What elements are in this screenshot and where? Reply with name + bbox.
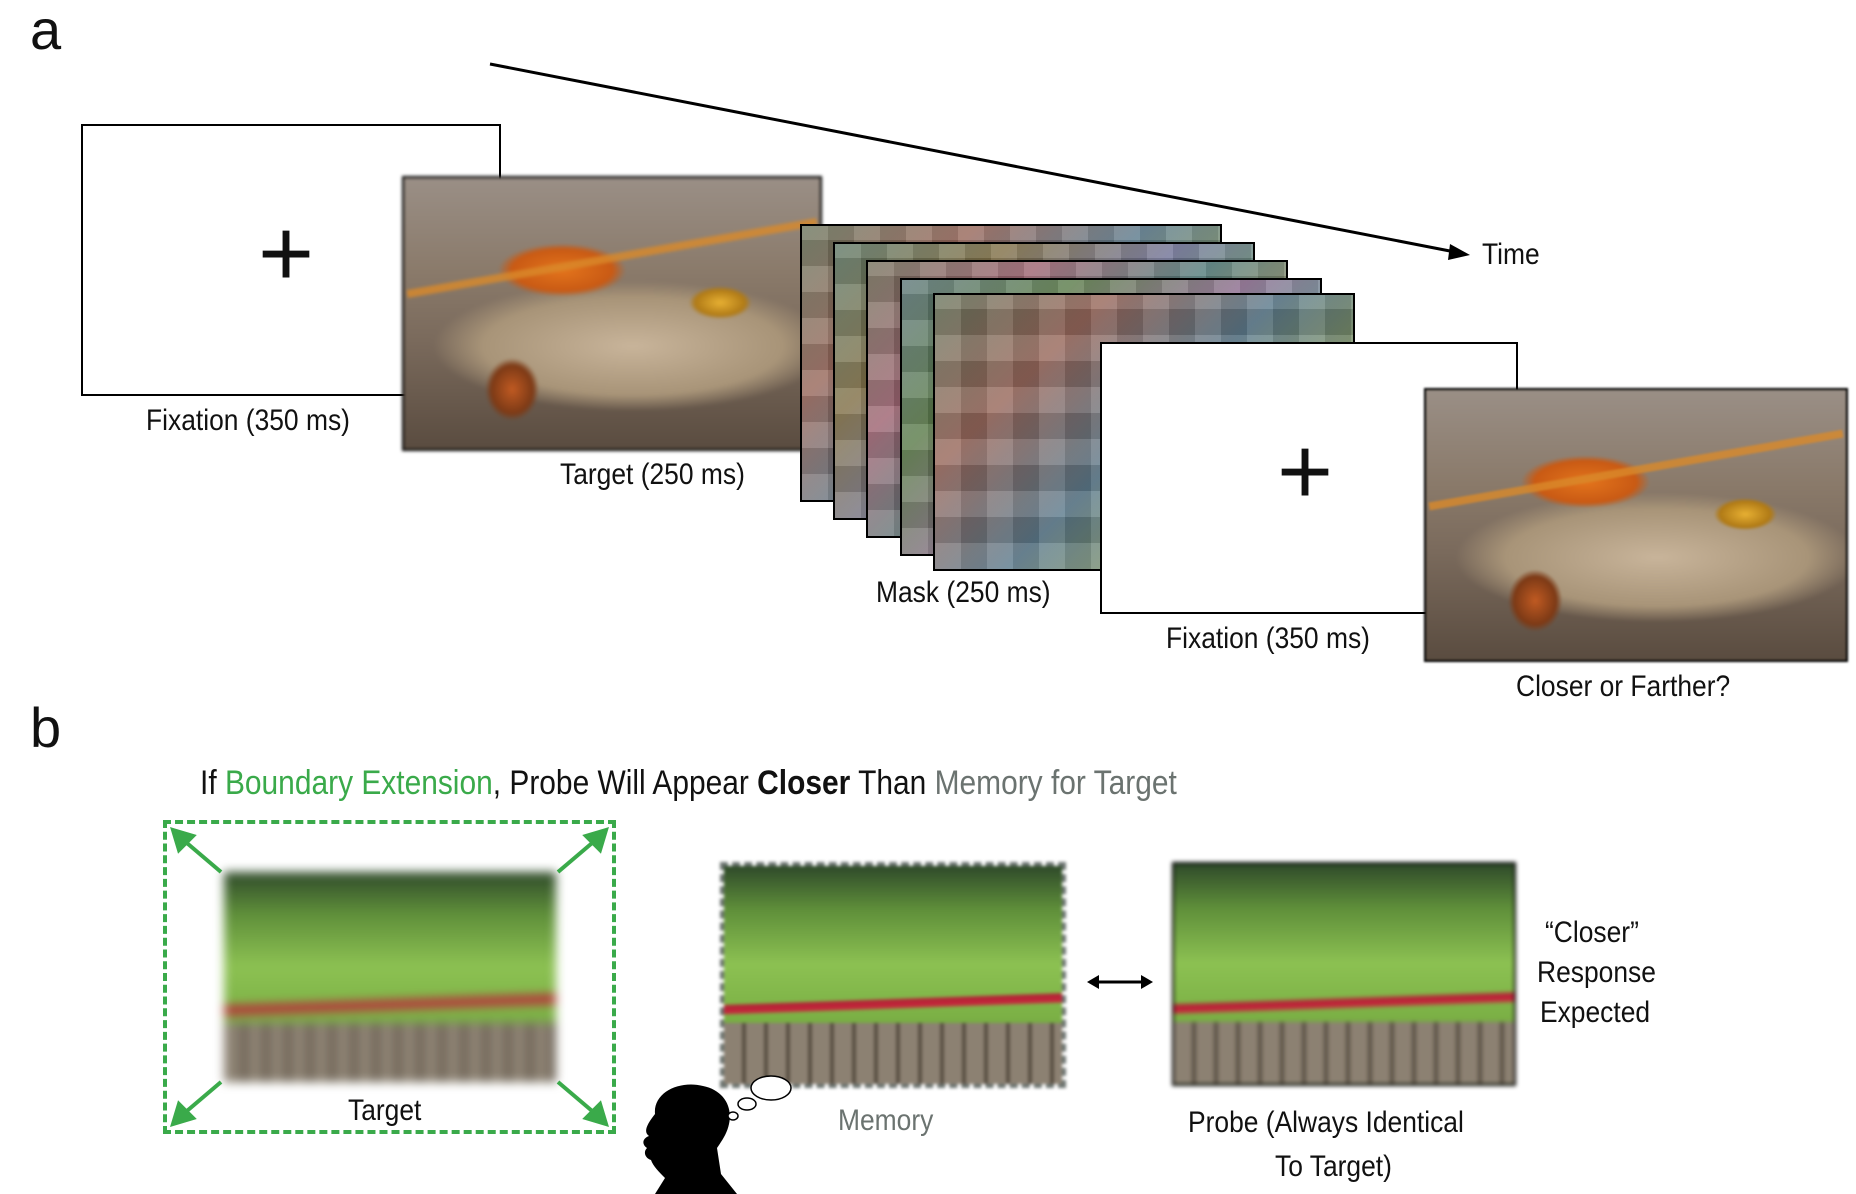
boundary-extension-box xyxy=(163,820,616,1134)
fixation-cross-1: + xyxy=(258,200,315,307)
memory-image xyxy=(720,862,1066,1088)
headline-part-5: Than xyxy=(850,764,935,802)
fixation-cross-2: + xyxy=(1277,418,1334,525)
panel-b-headline: If Boundary Extension, Probe Will Appear… xyxy=(200,764,1177,803)
headline-closer: Closer xyxy=(757,764,851,802)
headline-part-1: If xyxy=(200,764,225,802)
panel-a-letter: a xyxy=(30,0,62,61)
closer-farther-label: Closer or Farther? xyxy=(1516,670,1731,703)
response-line-3: Expected xyxy=(1540,996,1651,1029)
headline-memory-for-target: Memory for Target xyxy=(934,764,1177,802)
headline-part-3: , Probe Will Appear xyxy=(492,764,758,802)
comparison-double-arrow xyxy=(1087,975,1153,989)
fixation-label-1: Fixation (350 ms) xyxy=(146,404,350,437)
mask-label: Mask (250 ms) xyxy=(876,576,1051,609)
probe-image-a xyxy=(1424,388,1848,662)
person-thinking-icon xyxy=(643,1075,792,1194)
memory-label: Memory xyxy=(838,1104,934,1137)
probe-label-line-1: Probe (Always Identical xyxy=(1188,1106,1464,1139)
target-label-a: Target (250 ms) xyxy=(560,458,745,491)
response-line-2: Response xyxy=(1537,956,1656,989)
extension-arrows xyxy=(170,827,609,1127)
probe-label-line-2: To Target) xyxy=(1275,1150,1392,1183)
time-label: Time xyxy=(1482,238,1540,271)
panel-b-letter: b xyxy=(30,696,62,759)
target-image-b xyxy=(224,872,556,1082)
probe-image-b xyxy=(1172,862,1516,1086)
response-line-1: “Closer” xyxy=(1545,916,1639,949)
target-label-b: Target xyxy=(348,1094,422,1127)
fixation-label-2: Fixation (350 ms) xyxy=(1166,622,1370,655)
headline-boundary-extension: Boundary Extension xyxy=(224,764,493,802)
target-image xyxy=(402,176,822,451)
